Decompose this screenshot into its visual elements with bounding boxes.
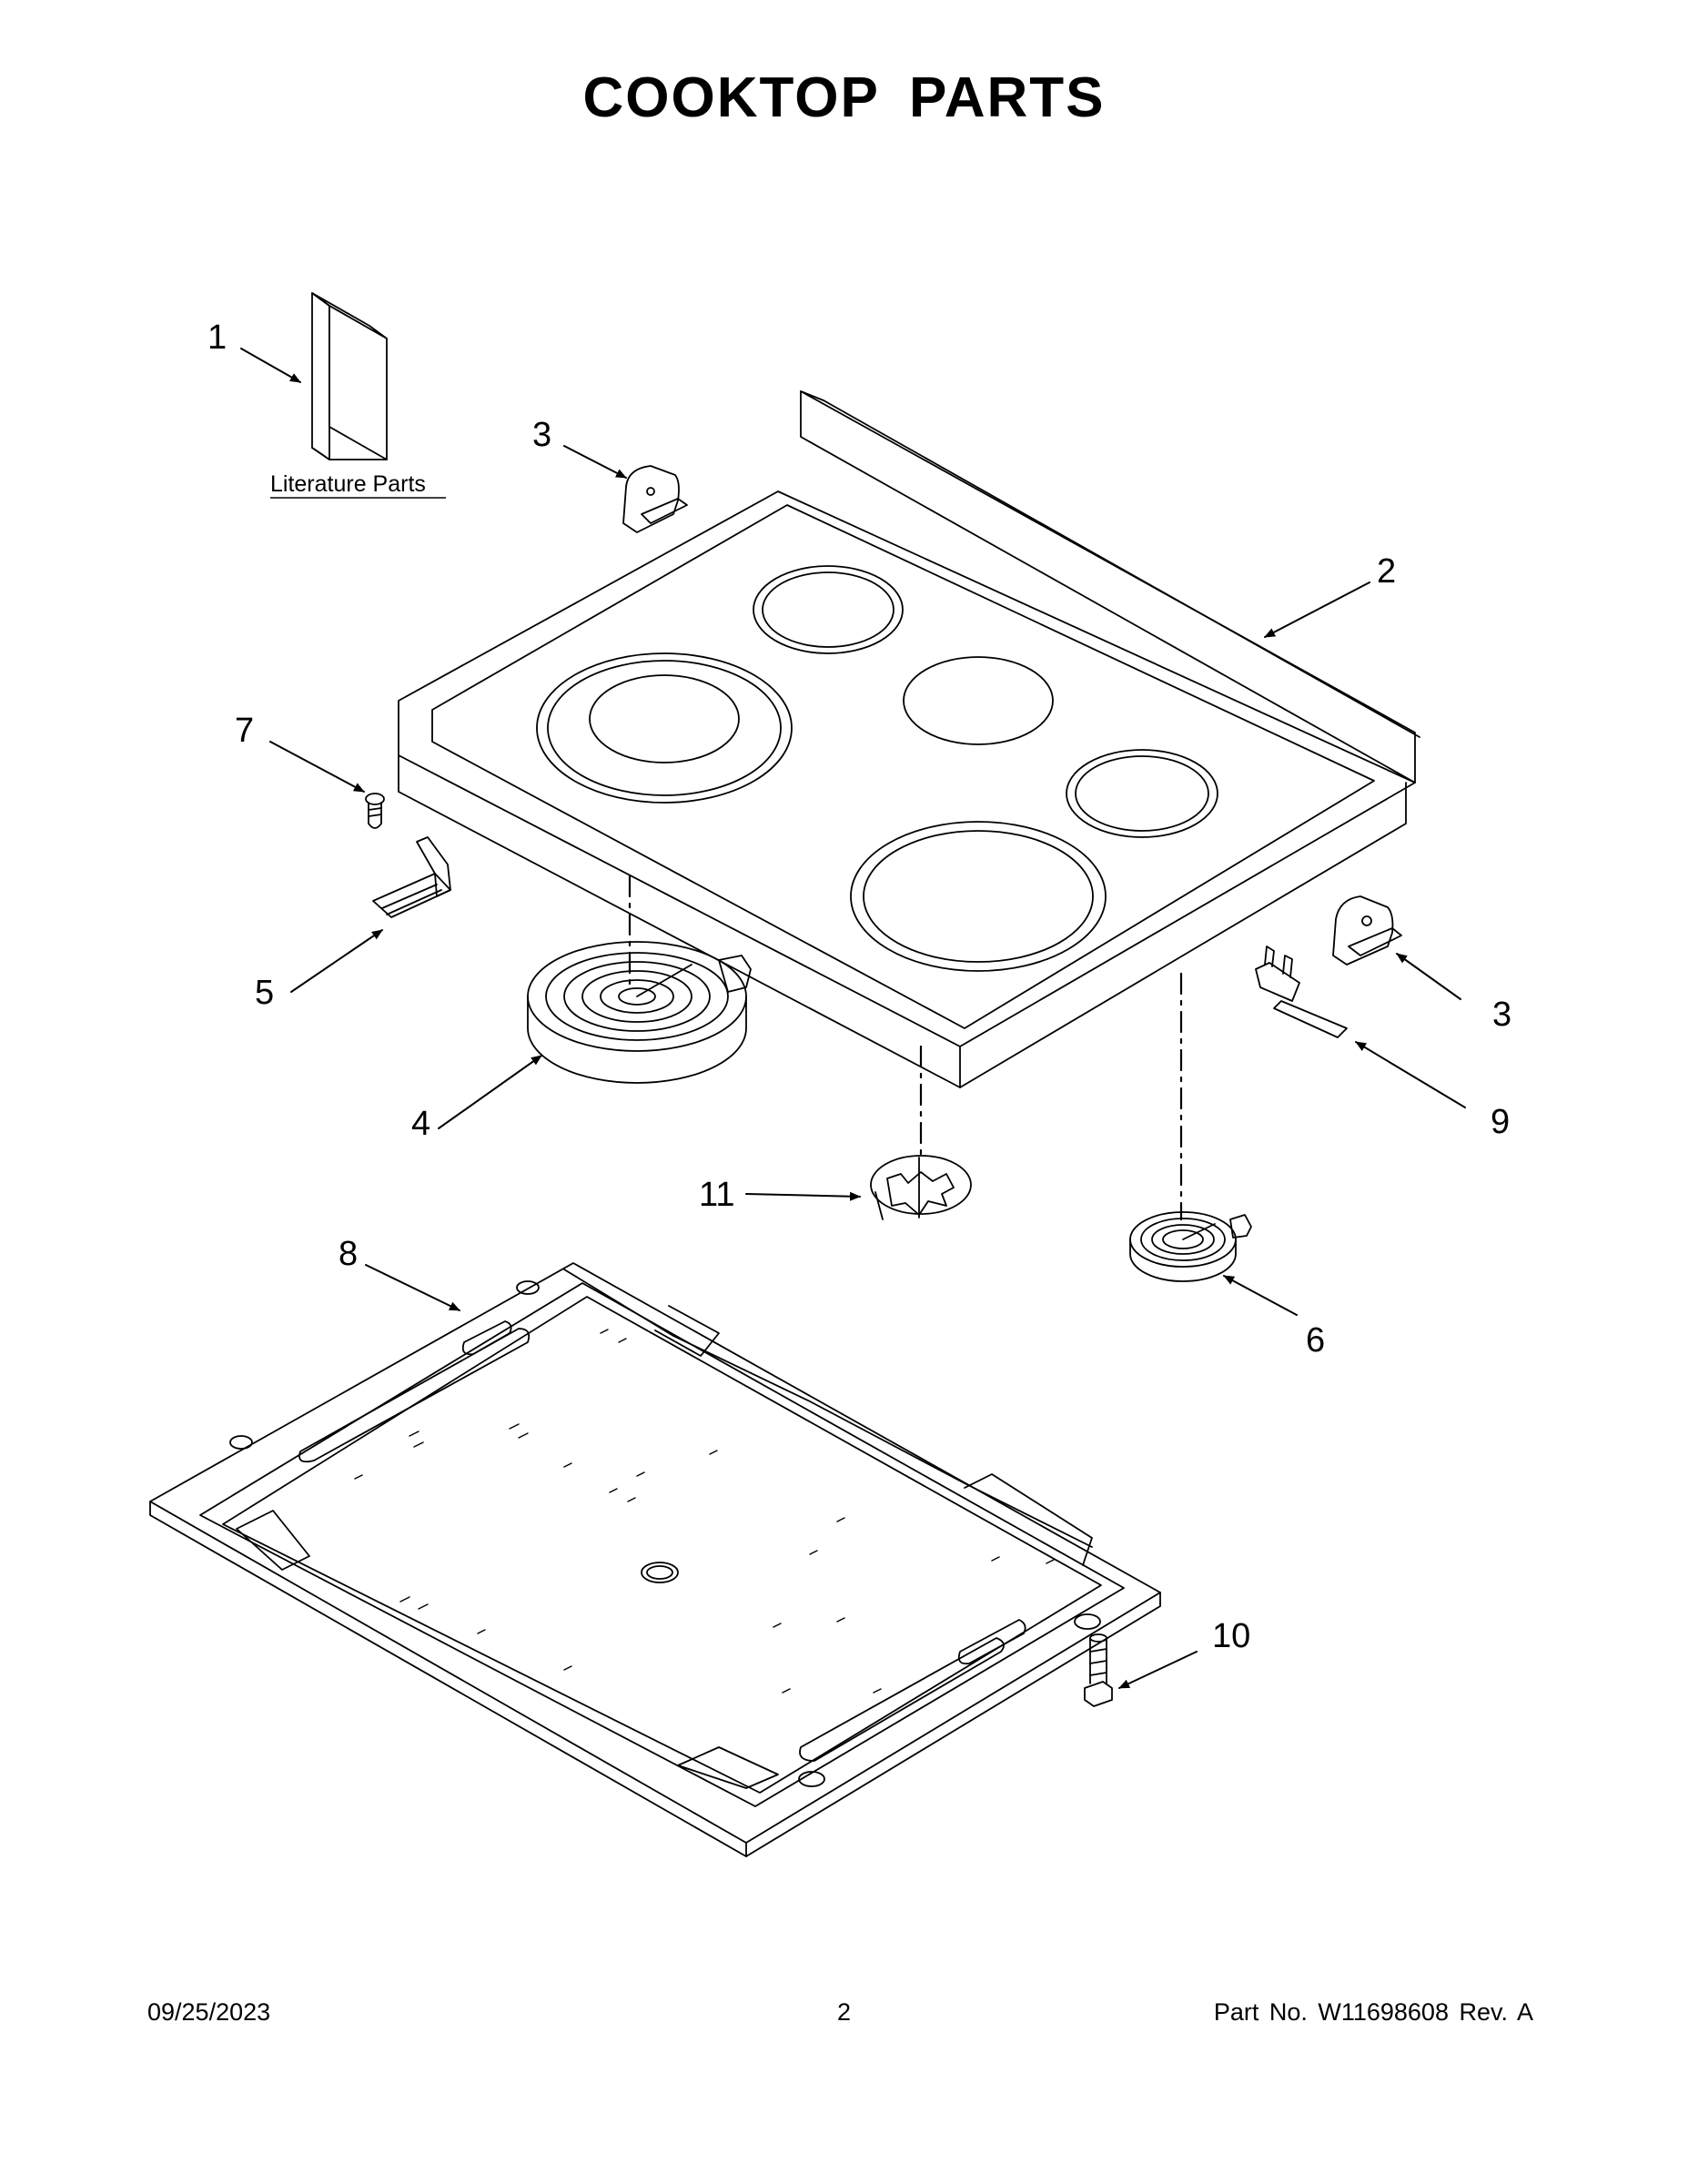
callout-3-right: 3 [1492,996,1511,1034]
screw-small [365,793,385,829]
burner-tray [149,1262,1161,1857]
callout-10: 10 [1212,1617,1250,1655]
callout-3-top: 3 [532,416,551,454]
cooktop-glass [398,390,1420,1088]
page-title: COOKTOP PARTS [582,66,1106,129]
literature-parts-label: Literature Parts [270,471,426,497]
alignment-lines [628,875,1183,1221]
callout-6: 6 [1306,1321,1325,1360]
callout-7: 7 [235,712,254,750]
callout-11: 11 [699,1176,734,1214]
footer-page-number: 2 [836,1998,852,2026]
burner-element-large [527,941,752,1084]
leader-arrows [240,348,1466,1689]
sensor-bracket [1255,945,1348,1038]
callout-4: 4 [411,1105,430,1143]
callout-8: 8 [339,1235,358,1273]
callout-5: 5 [255,974,274,1012]
callout-2: 2 [1377,552,1396,591]
bolt [1084,1633,1113,1707]
bracket-right [1332,895,1402,966]
limiter-cap [870,1155,972,1220]
callout-9: 9 [1491,1103,1510,1141]
callout-1: 1 [207,318,227,357]
footer-part-info: Part No. W11698608 Rev. A [1213,1998,1533,2026]
bracket-top [622,465,688,533]
burner-element-small [1129,1211,1252,1282]
footer-date: 09/25/2023 [147,1998,271,2026]
literature-booklet [311,292,388,460]
bracket-clip [372,836,451,918]
